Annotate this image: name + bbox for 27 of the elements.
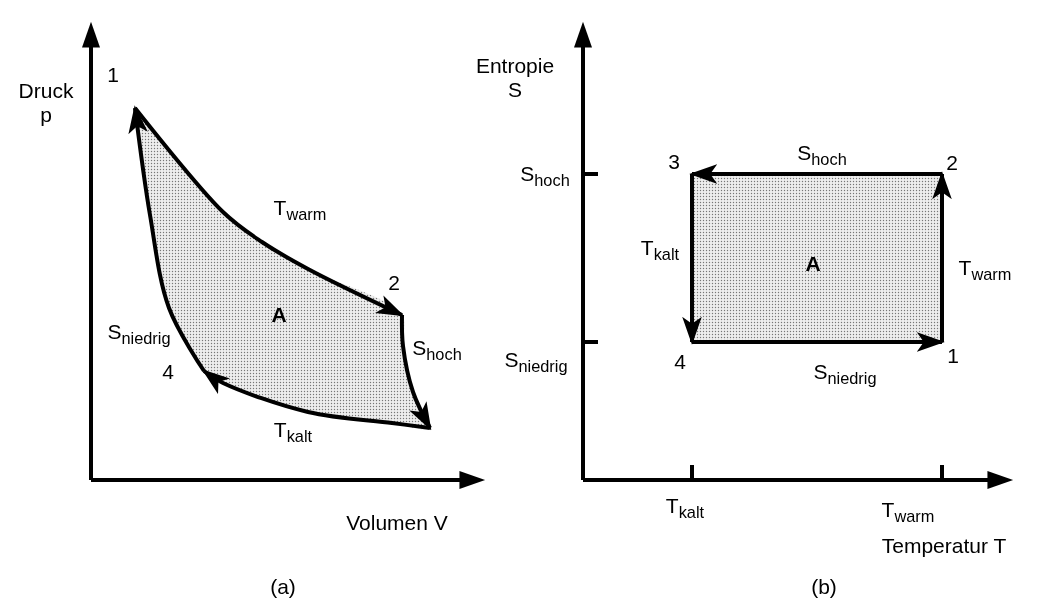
axis-label: A bbox=[805, 251, 821, 277]
axis-label: 1 bbox=[107, 62, 119, 88]
axis-label: T$_{warm}$ bbox=[273, 195, 327, 225]
axis-label: T$_{warm}$ bbox=[958, 255, 1012, 285]
axis-label: T$_{kalt}$ bbox=[273, 417, 313, 447]
axis-label: Volumen V bbox=[346, 510, 448, 536]
axis-label: T$_{warm}$ bbox=[881, 497, 935, 527]
axis-label: Entropie S bbox=[474, 53, 556, 103]
axis-label: 3 bbox=[668, 149, 680, 175]
axis-label: T$_{kalt}$ bbox=[665, 493, 705, 523]
axis-label: 2 bbox=[946, 150, 958, 176]
axis-label: S$_{hoch}$ bbox=[412, 335, 462, 365]
axis-label: 4 bbox=[162, 359, 174, 385]
axis-label: (b) bbox=[811, 574, 837, 600]
axis-label: T$_{kalt}$ bbox=[640, 235, 680, 265]
axis-label: A bbox=[271, 302, 287, 328]
axis-label: S$_{niedrig}$ bbox=[813, 359, 877, 389]
axis-label: 1 bbox=[947, 343, 959, 369]
axis-label: (a) bbox=[270, 574, 296, 600]
axis-label: Temperatur T bbox=[881, 533, 1007, 559]
axis-label: 4 bbox=[674, 349, 686, 375]
axis-label: Druck p bbox=[17, 78, 75, 128]
axis-label: S$_{niedrig}$ bbox=[504, 347, 568, 377]
axis-label: S$_{niedrig}$ bbox=[107, 319, 171, 349]
axis-label: S$_{hoch}$ bbox=[520, 161, 570, 191]
axis-label: S$_{hoch}$ bbox=[797, 140, 847, 170]
axis-label: 2 bbox=[388, 270, 400, 296]
